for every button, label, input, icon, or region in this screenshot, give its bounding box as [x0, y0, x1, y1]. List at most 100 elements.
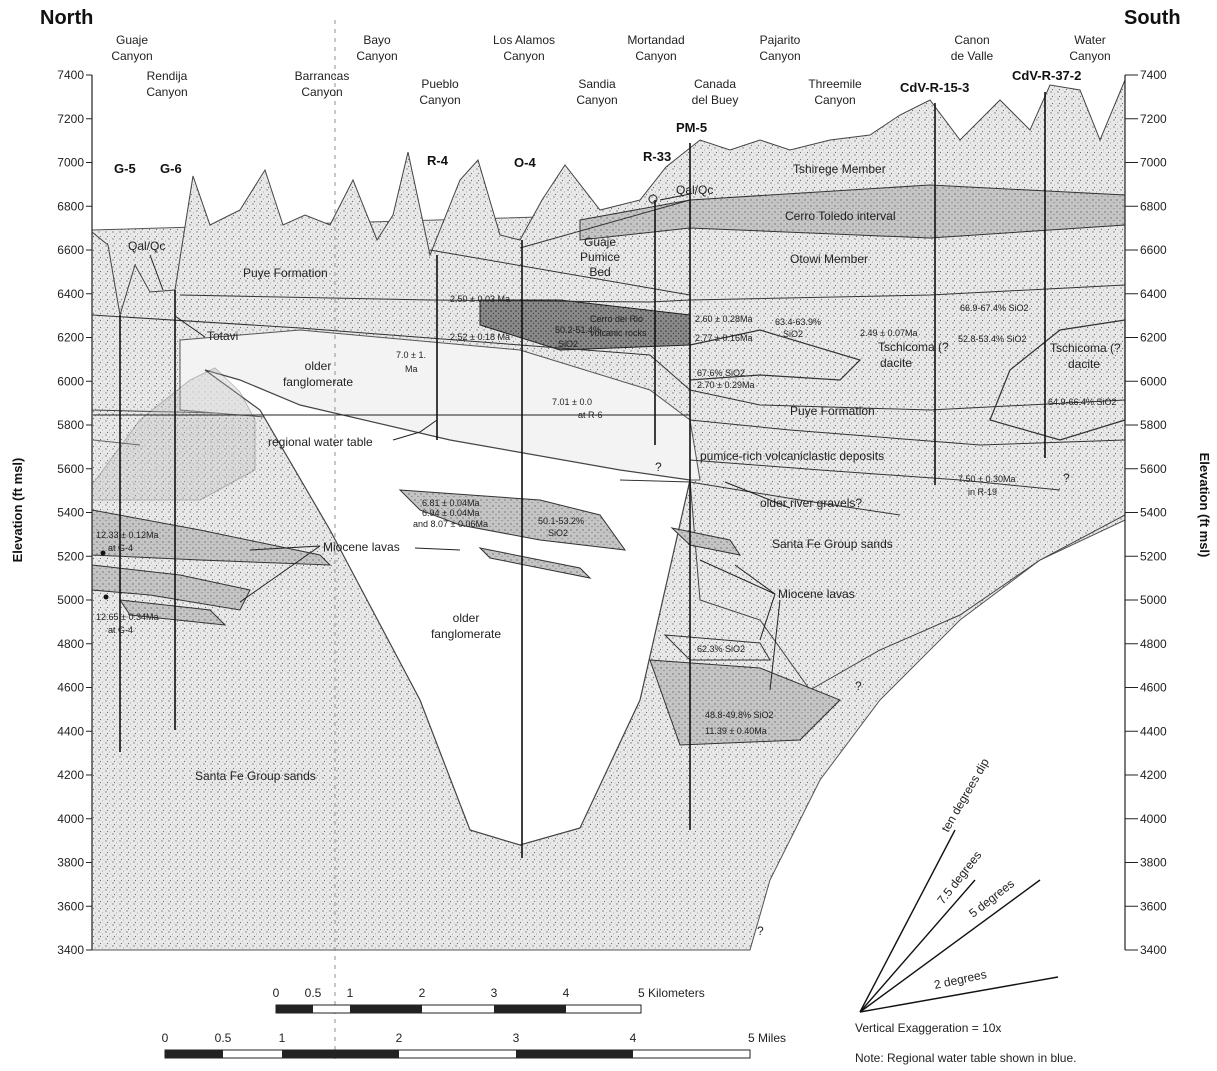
right-tick-label: 4800: [1140, 637, 1167, 651]
ann-sio2-501-2: SiO2: [548, 528, 568, 538]
ann-age-270: 2.70 ± 0.29Ma: [697, 380, 754, 390]
unit-puye-formation-south: Puye Formation: [790, 404, 875, 418]
right-tick-label: 6400: [1140, 287, 1167, 301]
left-tick-label: 3800: [57, 856, 84, 870]
ann-age-701-2: at R-6: [578, 410, 603, 420]
north-label: North: [40, 7, 93, 29]
right-tick-label: 6600: [1140, 243, 1167, 257]
g4-point-2: [104, 595, 109, 600]
axis-label-right: Elevation (ft msl): [1197, 453, 1212, 558]
canyon-sandia-1: Sandia: [578, 77, 616, 91]
unit-guaje-2: Pumice: [580, 250, 620, 264]
ann-sio2-634-2: SiO2: [783, 329, 803, 339]
right-tick-label: 4400: [1140, 724, 1167, 738]
unit-miocene-lavas-right: Miocene lavas: [778, 587, 855, 601]
well-label-pm5: PM-5: [676, 120, 707, 135]
canyon-canon-1: Canon: [954, 33, 989, 47]
well-label-cdv-r37: CdV-R-37-2: [1012, 68, 1081, 83]
well-label-g6: G-6: [160, 161, 182, 176]
ann-qmark-3: ?: [1063, 471, 1070, 485]
scale-bar-mi: 0 0.5 1 2 3 4 5 Miles: [162, 1031, 786, 1058]
left-tick-label: 6800: [57, 199, 84, 213]
well-label-g5: G-5: [114, 161, 136, 176]
well-label-r33: R-33: [643, 149, 671, 164]
right-tick-label: 3800: [1140, 856, 1167, 870]
canyon-pueblo-2: Canyon: [419, 93, 460, 107]
canyon-pajarito-2: Canyon: [759, 49, 800, 63]
km-tick-4: 4: [563, 986, 570, 1000]
km-tick-0: 0: [273, 986, 280, 1000]
left-tick-label: 6000: [57, 374, 84, 388]
left-tick-label: 7200: [57, 112, 84, 126]
ann-qmark-2: ?: [855, 679, 862, 693]
scale-bar-km: 0 0.5 1 2 3 4 5 Kilometers: [273, 986, 705, 1013]
left-tick-label: 5000: [57, 593, 84, 607]
canyon-canon-2: de Valle: [951, 49, 994, 63]
canyon-canada-2: del Buey: [692, 93, 739, 107]
canyon-mortandad-2: Canyon: [635, 49, 676, 63]
unit-tschicoma-mid-2: dacite: [880, 356, 912, 370]
canyon-mortandad-1: Mortandad: [627, 33, 684, 47]
unit-cerro-toledo: Cerro Toledo interval: [785, 209, 896, 223]
unit-puye-formation: Puye Formation: [243, 266, 328, 280]
km-tick-05: 0.5: [305, 986, 322, 1000]
ann-sio2-51-2: SiO2: [558, 339, 578, 349]
ann-age-681-3: and 8.07 ± 0.06Ma: [413, 519, 488, 529]
unit-santa-fe-left: Santa Fe Group sands: [195, 769, 316, 783]
canyon-bayo-1: Bayo: [363, 33, 391, 47]
canyon-labels: Guaje Canyon Rendija Canyon Bayo Canyon …: [111, 33, 1110, 107]
mi-tick-0: 0: [162, 1031, 169, 1045]
unit-older-fang-lower-1: older: [453, 611, 480, 625]
dip-ten: ten degrees dip: [938, 756, 992, 835]
canyon-sandia-2: Canyon: [576, 93, 617, 107]
ann-sio2-676: 67.6% SiO2: [697, 368, 745, 378]
left-tick-label: 3600: [57, 899, 84, 913]
ann-age-1139: 11.39 ± 0.40Ma: [705, 726, 767, 736]
ann-age-250: 2.50 ± 0.03 Ma: [450, 294, 510, 304]
km-tick-2: 2: [419, 986, 426, 1000]
ann-age-1265-2: at G-4: [108, 625, 133, 635]
left-tick-label: 5800: [57, 418, 84, 432]
canyon-guaje-2: Canyon: [111, 49, 152, 63]
right-tick-labels: 7400720070006800660064006200600058005600…: [1125, 68, 1167, 957]
canyon-rendija-1: Rendija: [147, 69, 188, 83]
well-label-o4: O-4: [514, 155, 536, 170]
canyon-pueblo-1: Pueblo: [421, 77, 459, 91]
unit-qal-left: Qal/Qc: [128, 239, 165, 253]
canyon-barrancas-2: Canyon: [301, 85, 342, 99]
canyon-pajarito-1: Pajarito: [760, 33, 801, 47]
left-tick-label: 6200: [57, 331, 84, 345]
left-tick-label: 3400: [57, 943, 84, 957]
unit-tschicoma-mid-1: Tschicoma (?: [878, 340, 949, 354]
unit-otowi: Otowi Member: [790, 252, 868, 266]
canyon-threemile-2: Canyon: [814, 93, 855, 107]
right-tick-label: 5800: [1140, 418, 1167, 432]
well-label-cdv-r15: CdV-R-15-3: [900, 80, 969, 95]
mi-tick-3: 3: [513, 1031, 520, 1045]
canyon-water-1: Water: [1074, 33, 1106, 47]
canyon-water-2: Canyon: [1069, 49, 1110, 63]
ann-age-70-1: 7.0 ± 1.: [396, 350, 426, 360]
dip-two: 2 degrees: [933, 967, 988, 992]
dip-five: 5 degrees: [966, 876, 1017, 920]
south-label: South: [1124, 7, 1181, 29]
ann-age-701-1: 7.01 ± 0.0: [552, 397, 592, 407]
unit-older-fang-upper-1: older: [305, 359, 332, 373]
left-tick-label: 5600: [57, 462, 84, 476]
ann-sio2-669: 66.9-67.4% SiO2: [960, 303, 1029, 313]
right-tick-label: 4200: [1140, 768, 1167, 782]
right-tick-label: 5400: [1140, 506, 1167, 520]
left-tick-label: 4200: [57, 768, 84, 782]
right-tick-label: 6200: [1140, 331, 1167, 345]
unit-miocene-lavas-left: Miocene lavas: [323, 540, 400, 554]
left-tick-label: 4800: [57, 637, 84, 651]
right-tick-label: 3600: [1140, 899, 1167, 913]
left-tick-labels: 7400720070006800660064006200600058005600…: [57, 68, 92, 957]
ann-age-70-2: Ma: [405, 364, 418, 374]
canyon-los-alamos-1: Los Alamos: [493, 33, 555, 47]
ann-age-260: 2.60 ± 0.28Ma: [695, 314, 752, 324]
unit-tschicoma-right-1: Tschicoma (?: [1050, 341, 1121, 355]
unit-totavi: Totavi: [207, 329, 238, 343]
unit-guaje-3: Bed: [589, 265, 610, 279]
canyon-los-alamos-2: Canyon: [503, 49, 544, 63]
